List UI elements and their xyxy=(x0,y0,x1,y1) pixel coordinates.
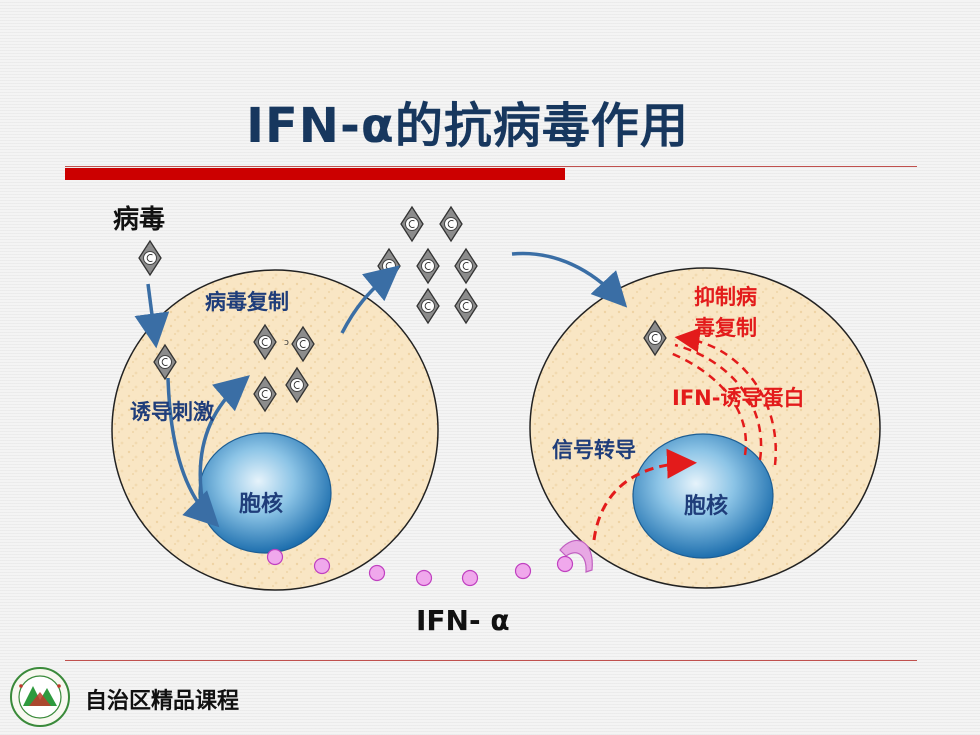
ifn-alpha-molecule xyxy=(556,555,574,573)
ifn-alpha-label: IFN- α xyxy=(416,604,510,637)
virus-label: 病毒 xyxy=(113,205,166,235)
ifn-alpha-molecule xyxy=(266,548,284,566)
ifn-induced-protein-label: IFN-诱导蛋白 xyxy=(672,386,805,410)
virus-icon xyxy=(454,288,478,324)
induce-stimulate-label: 诱导刺激 xyxy=(130,400,214,424)
protected-cell xyxy=(529,267,881,589)
ifn-alpha-molecule xyxy=(514,562,532,580)
ifn-receptor xyxy=(559,539,593,573)
virus-icon xyxy=(416,248,440,284)
course-name: 自治区精品课程 xyxy=(85,689,240,714)
inhibition-arrow-inner xyxy=(667,350,748,456)
inhibition-arrow-outer xyxy=(674,327,778,466)
virus-icon xyxy=(454,248,478,284)
university-logo xyxy=(10,667,70,727)
signal-arrow xyxy=(592,448,697,541)
page-title: IFN-α的抗病毒作用 xyxy=(246,98,689,154)
viral-replication-label: 病毒复制 xyxy=(205,290,289,314)
replication-arrow xyxy=(198,375,250,516)
virus-icon xyxy=(377,248,401,284)
nucleus-right-label: 胞核 xyxy=(684,494,729,519)
entry-arrow xyxy=(134,283,170,349)
infection-arrow xyxy=(511,251,628,308)
virus-icon xyxy=(400,206,424,242)
ifn-alpha-molecule xyxy=(461,569,479,587)
footer-divider xyxy=(65,660,917,661)
ifn-alpha-molecule xyxy=(415,569,433,587)
title-accent-bar xyxy=(65,168,565,180)
inhibit-replication-label-1: 抑制病 xyxy=(694,285,757,309)
release-arrow xyxy=(340,265,401,334)
inhibit-replication-label-2: 毒复制 xyxy=(694,316,757,340)
virus-icon xyxy=(416,288,440,324)
inhibition-arrow-middle xyxy=(674,343,763,461)
signal-transduction-label: 信号转导 xyxy=(552,438,636,462)
virus-icon xyxy=(138,240,162,276)
ifn-alpha-molecule xyxy=(368,564,386,582)
ifn-alpha-molecule xyxy=(313,557,331,575)
svg-text:ɔ: ɔ xyxy=(284,338,289,348)
nucleus-left-label: 胞核 xyxy=(239,492,284,517)
virus-icon xyxy=(439,206,463,242)
title-divider xyxy=(65,166,917,167)
